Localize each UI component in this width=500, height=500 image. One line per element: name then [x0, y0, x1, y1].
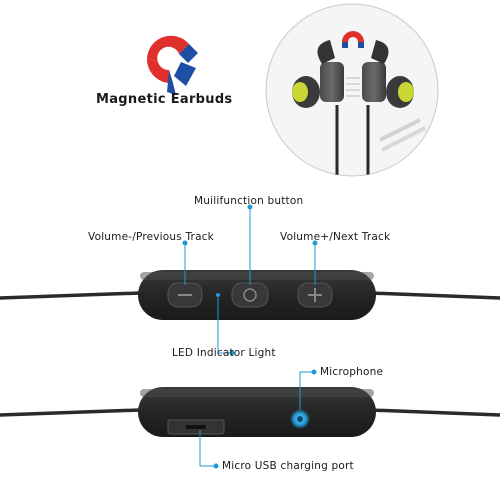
page-title: Magnetic Earbuds	[96, 92, 233, 107]
multifunction-button[interactable]	[231, 282, 269, 308]
remote-control	[138, 270, 376, 320]
cable-top	[0, 291, 500, 300]
horseshoe-magnet-icon	[146, 35, 198, 95]
volume-down-label: Volume-/Previous Track	[88, 231, 214, 243]
leader-lines-bottom	[199, 369, 317, 469]
leader-lines-top	[182, 204, 318, 356]
microphone-label: Microphone	[320, 366, 384, 378]
led-indicator	[216, 293, 220, 297]
cable-bottom	[0, 408, 500, 417]
earbuds-inset	[265, 3, 439, 177]
volume-up-label: Volume+/Next Track	[280, 231, 391, 243]
remote-back	[138, 387, 376, 437]
multifunction-label: Muilifunction button	[194, 195, 304, 207]
led-label: LED Indicator Light	[172, 347, 276, 359]
usb-port-label: Micro USB charging port	[222, 460, 354, 472]
